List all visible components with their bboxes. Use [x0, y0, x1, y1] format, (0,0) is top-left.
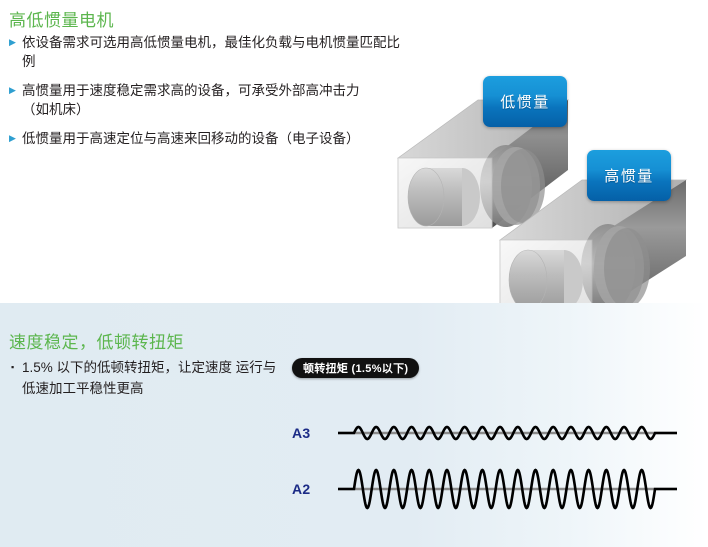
square-bullet-icon: ▪: [11, 362, 15, 372]
list-item-line: 运行与低速加工平稳性更高: [22, 360, 277, 396]
list-item: ▶ 依设备需求可选用高低惯量电机，最佳化负载与电机惯量匹配比例: [9, 33, 409, 71]
chart-annotation-badge: 顿转扭矩 (1.5%以下): [292, 358, 420, 378]
waveform-label-a2: A2: [292, 481, 311, 497]
waveform-trace-a2: [338, 468, 677, 510]
list-item: ▶ 低惯量用于高速定位与高速来回移动的设备（电子设备）: [9, 129, 409, 148]
badge-low-inertia[interactable]: 低惯量: [483, 76, 567, 127]
list-item-line: 低惯量用于高速定位与高速来回移动的设备（电子设备）: [22, 131, 360, 146]
cogging-torque-chart: 顿转扭矩 (1.5%以下) A3 A2: [292, 358, 692, 538]
list-item-label: 依设备需求可选用高低惯量电机，最佳化负载与电机惯量匹配比例: [22, 33, 409, 71]
bottom-bullet-list: ▪ 1.5% 以下的低顿转扭矩，让定速度 运行与低速加工平稳性更高: [11, 357, 281, 409]
list-item-label: 高惯量用于速度稳定需求高的设备，可承受外部高冲击力 （如机床）: [22, 81, 360, 119]
list-item-line: 1.5% 以下的低顿转扭矩，让定速度: [22, 360, 233, 375]
list-item-line: 依设备需求可选用高低惯量电机，最佳化负载与电机惯量匹配比例: [22, 35, 400, 69]
bottom-section: 速度稳定，低顿转扭矩 ▪ 1.5% 以下的低顿转扭矩，让定速度 运行与低速加工平…: [0, 303, 708, 547]
list-item-line: （如机床）: [22, 102, 90, 117]
top-section: 高低惯量电机 ▶ 依设备需求可选用高低惯量电机，最佳化负载与电机惯量匹配比例 ▶…: [9, 11, 708, 303]
page-title: 高低惯量电机: [9, 11, 114, 30]
list-item: ▪ 1.5% 以下的低顿转扭矩，让定速度 运行与低速加工平稳性更高: [11, 357, 281, 399]
waveform-row-a2: A2: [292, 462, 677, 516]
list-item-label: 低惯量用于高速定位与高速来回移动的设备（电子设备）: [22, 129, 360, 148]
list-item: ▶ 高惯量用于速度稳定需求高的设备，可承受外部高冲击力 （如机床）: [9, 81, 409, 119]
arrow-bullet-icon: ▶: [9, 133, 16, 143]
waveform-trace-a3: [338, 425, 677, 441]
arrow-bullet-icon: ▶: [9, 85, 16, 95]
servo-motor-illustration: [396, 58, 708, 303]
section-title: 速度稳定，低顿转扭矩: [9, 333, 184, 352]
waveform-label-a3: A3: [292, 425, 311, 441]
top-bullet-list: ▶ 依设备需求可选用高低惯量电机，最佳化负载与电机惯量匹配比例 ▶ 高惯量用于速…: [9, 33, 409, 158]
list-item-line: 高惯量用于速度稳定需求高的设备，可承受外部高冲击力: [22, 83, 360, 98]
badge-high-inertia[interactable]: 高惯量: [587, 150, 671, 201]
list-item-label: 1.5% 以下的低顿转扭矩，让定速度 运行与低速加工平稳性更高: [22, 357, 281, 399]
waveform-row-a3: A3: [292, 406, 677, 460]
arrow-bullet-icon: ▶: [9, 37, 16, 47]
motor-low-inertia: [396, 99, 570, 229]
